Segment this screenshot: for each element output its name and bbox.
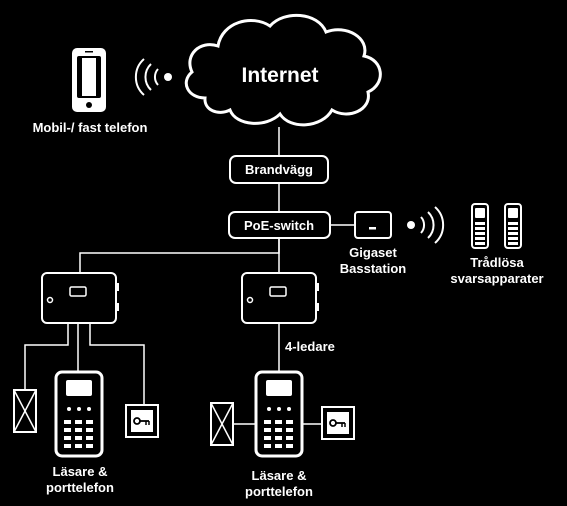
handsets-label-2: svarsapparater	[450, 271, 543, 286]
reader-left-label-1: Läsare &	[53, 464, 108, 479]
internet-label: Internet	[241, 64, 318, 87]
reader-right-label-1: Läsare &	[252, 468, 307, 483]
cordless-handsets: Trådlösa svarsapparater	[450, 203, 544, 286]
keypad-reader-right	[254, 370, 304, 458]
key-button-left	[125, 404, 159, 438]
wireless-signal-icon	[134, 58, 172, 96]
base-station-label-1: Gigaset	[349, 245, 397, 260]
poe-switch-box: PoE-switch	[228, 211, 331, 239]
cordless-phone-icon	[471, 203, 489, 249]
phone-label: Mobil-/ fast telefon	[33, 120, 148, 135]
reader-left-label-2: porttelefon	[46, 480, 114, 495]
door-right	[210, 402, 234, 446]
internet-cloud: Internet	[184, 13, 382, 127]
phone-device: Mobil-/ fast telefon	[33, 48, 148, 135]
firewall-box: Brandvägg	[229, 155, 329, 184]
connection-lines	[24, 127, 355, 425]
base-station-label-2: Basstation	[340, 261, 407, 276]
key-button-right	[321, 406, 355, 440]
reader-right-label-2: porttelefon	[245, 484, 313, 499]
smartphone-icon	[72, 48, 106, 112]
handsets-label-1: Trådlösa	[470, 255, 524, 270]
wireless-signal-icon	[407, 206, 445, 244]
wire-label: 4-ledare	[285, 339, 335, 354]
firewall-label: Brandvägg	[245, 162, 313, 177]
keypad-reader-left	[54, 370, 104, 458]
poe-switch-label: PoE-switch	[244, 218, 314, 233]
cordless-phone-icon	[504, 203, 522, 249]
door-left	[13, 389, 37, 433]
controller-right	[241, 272, 320, 324]
controller-left	[41, 272, 120, 324]
base-station: Gigaset Basstation	[340, 211, 407, 276]
